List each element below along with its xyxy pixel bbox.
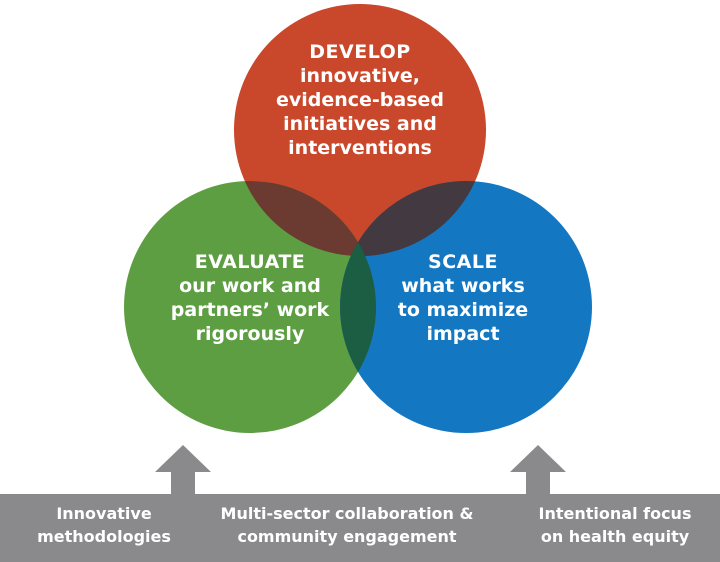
scale-heading: SCALE xyxy=(428,251,498,273)
foundation-line: methodologies xyxy=(37,527,171,546)
multi-sector-collaboration-label: Multi-sector collaboration & community e… xyxy=(197,502,497,548)
foundation-line: Innovative xyxy=(56,504,152,523)
scale-line: impact xyxy=(426,323,500,345)
scale-label: SCALE what works to maximize impact xyxy=(378,250,548,346)
evaluate-line: partners’ work xyxy=(170,299,330,321)
scale-line: to maximize xyxy=(397,299,529,321)
innovative-methodologies-label: Innovative methodologies xyxy=(20,502,188,548)
overlap-develop-evaluate xyxy=(234,181,376,256)
up-arrow-icon xyxy=(155,445,211,497)
evaluate-line: our work and xyxy=(179,275,321,297)
evaluate-label: EVALUATE our work and partners’ work rig… xyxy=(150,250,350,346)
venn-diagram xyxy=(124,4,592,433)
foundation-bar xyxy=(0,494,720,562)
develop-line: innovative, xyxy=(300,65,420,87)
foundation-line: community engagement xyxy=(237,527,457,546)
develop-heading: DEVELOP xyxy=(309,41,411,63)
develop-label: DEVELOP innovative, evidence-based initi… xyxy=(247,40,473,160)
scale-line: what works xyxy=(401,275,525,297)
develop-line: evidence-based xyxy=(275,89,445,111)
health-equity-label: Intentional focus on health equity xyxy=(515,502,715,548)
develop-line: initiatives and xyxy=(283,113,437,135)
foundation-line: on health equity xyxy=(540,527,690,546)
evaluate-heading: EVALUATE xyxy=(194,251,306,273)
foundation-line: Intentional focus xyxy=(538,504,692,523)
evaluate-line: rigorously xyxy=(195,323,305,345)
develop-line: interventions xyxy=(288,137,432,159)
overlap-develop-scale xyxy=(340,181,486,256)
foundation-line: Multi-sector collaboration & xyxy=(220,504,474,523)
up-arrow-icon xyxy=(510,445,566,497)
